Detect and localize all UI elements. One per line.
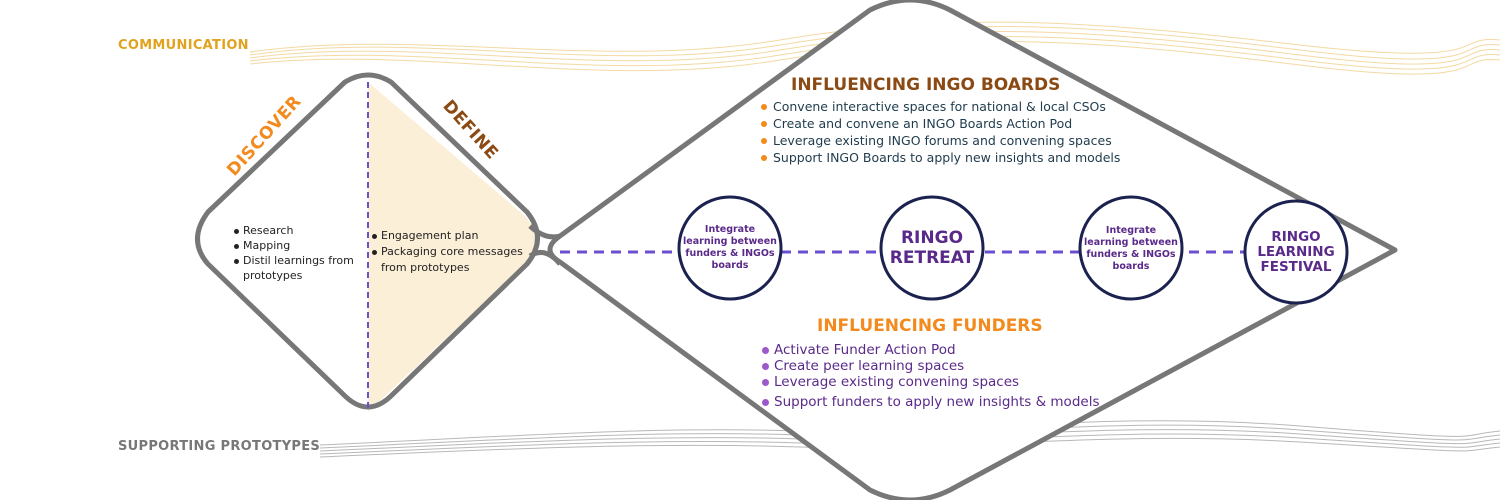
list-item: Packaging core messages from prototypes <box>372 244 530 276</box>
milestone-circle-festival <box>1243 199 1349 305</box>
funders-list: Activate Funder Action Pod Create peer l… <box>762 342 1162 410</box>
list-item: Convene interactive spaces for national … <box>761 98 1181 115</box>
list-item: Support INGO Boards to apply new insight… <box>761 149 1181 166</box>
list-item: Leverage existing INGO forums and conven… <box>761 132 1181 149</box>
list-item: Mapping <box>234 238 359 253</box>
milestone-circle-retreat <box>879 195 985 301</box>
ingo-boards-list: Convene interactive spaces for national … <box>761 98 1181 166</box>
define-list: Engagement plan Packaging core messages … <box>372 228 530 276</box>
milestone-circle-integrate-2 <box>1078 195 1184 301</box>
discover-list: Research Mapping Distil learnings from p… <box>234 223 359 283</box>
ingo-boards-title: INFLUENCING INGO BOARDS <box>791 75 1061 95</box>
discover-define-diamond <box>195 72 540 410</box>
milestone-retreat: RINGO RETREAT <box>889 228 975 268</box>
milestone-integrate-1: Integrate learning between funders & ING… <box>683 224 777 271</box>
connector-curve <box>528 224 562 266</box>
list-item: Support funders to apply new insights & … <box>762 394 1162 410</box>
define-shaded-area <box>368 82 535 412</box>
milestone-festival: RINGO LEARNING FESTIVAL <box>1257 228 1335 275</box>
supporting-prototypes-label: SUPPORTING PROTOTYPES <box>118 439 321 454</box>
list-item: Activate Funder Action Pod <box>762 342 1162 358</box>
milestone-integrate-2: Integrate learning between funders & ING… <box>1084 225 1178 272</box>
list-item: Create and convene an INGO Boards Action… <box>761 115 1181 132</box>
list-item: Distil learnings from prototypes <box>234 253 359 283</box>
list-item: Leverage existing convening spaces <box>762 374 1162 390</box>
list-item: Create peer learning spaces <box>762 358 1162 374</box>
funders-title: INFLUENCING FUNDERS <box>817 316 1043 336</box>
milestone-circle-integrate-1 <box>677 195 783 301</box>
communication-label: COMMUNICATION <box>118 38 249 53</box>
list-item: Engagement plan <box>372 228 530 244</box>
list-item: Research <box>234 223 359 238</box>
